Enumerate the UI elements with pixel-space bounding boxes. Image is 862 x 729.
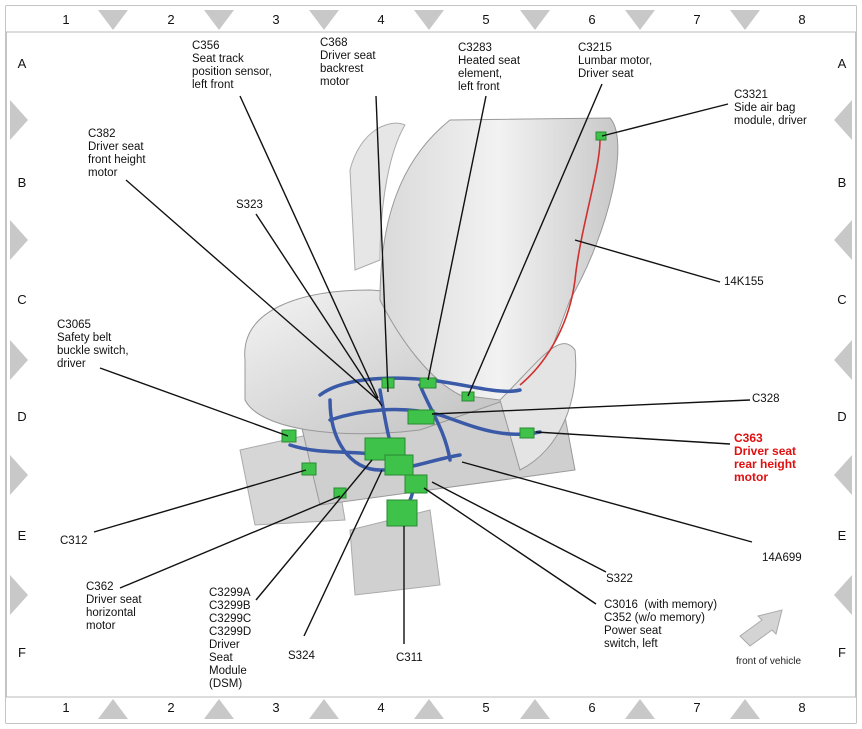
grid-row-d-left: D (17, 409, 27, 424)
grid-col-2-bottom: 2 (167, 700, 175, 715)
callout-14k155: 14K155 (724, 276, 764, 288)
grid-row-e-left: E (17, 528, 27, 543)
callout-14a699: 14A699 (762, 552, 802, 564)
callout-c3215: C3215 Lumbar motor, Driver seat (578, 42, 653, 80)
grid-col-2-top: 2 (167, 12, 175, 27)
grid-row-c-left: C (17, 292, 27, 307)
callout-s323: S323 (236, 199, 263, 211)
grid-col-8-top: 8 (798, 12, 806, 27)
grid-col-4-top: 4 (377, 12, 385, 27)
grid-col-5-top: 5 (482, 12, 490, 27)
grid-col-6-top: 6 (588, 12, 596, 27)
callout-c3321: C3321 Side air bag module, driver (734, 89, 807, 127)
callout-c356: C356 Seat track position sensor, left fr… (192, 40, 272, 91)
seat-illustration (239, 117, 619, 596)
grid-col-4-bottom: 4 (377, 700, 385, 715)
grid-col-6-bottom: 6 (588, 700, 596, 715)
front-of-vehicle-label: front of vehicle (736, 656, 802, 667)
callout-c3283: C3283 Heated seat element, left front (458, 42, 521, 93)
grid-row-c-right: C (837, 292, 847, 307)
grid-row-d-right: D (837, 409, 847, 424)
callout-c368: C368 Driver seat backrest motor (320, 37, 376, 88)
callout-c3016: C3016 (with memory) C352 (w/o memory) Po… (604, 599, 718, 650)
grid-markers (10, 10, 852, 719)
callout-c311: C311 (396, 652, 423, 664)
callout-c362: C362 Driver seat horizontal motor (86, 581, 142, 632)
callout-c328: C328 (752, 393, 780, 405)
grid-row-b-left: B (17, 175, 27, 190)
grid-row-a-left: A (17, 56, 27, 71)
leader-lines (93, 83, 753, 644)
airbag-wire (519, 139, 601, 386)
callout-c382: C382 Driver seat front height motor (88, 128, 146, 179)
grid-row-b-right: B (837, 175, 847, 190)
grid-col-1-bottom: 1 (62, 700, 70, 715)
grid-row-a-right: A (837, 56, 847, 71)
grid-col-7-bottom: 7 (693, 700, 701, 715)
grid-col-8-bottom: 8 (798, 700, 806, 715)
grid-col-5-bottom: 5 (482, 700, 490, 715)
grid-col-7-top: 7 (693, 12, 701, 27)
grid-col-3-top: 3 (272, 12, 280, 27)
callout-s322: S322 (606, 573, 633, 585)
grid-row-f-right: F (838, 645, 846, 660)
callout-c3065: C3065 Safety belt buckle switch, driver (57, 319, 129, 370)
callout-c3299: C3299A C3299B C3299C C3299D Driver Seat … (209, 587, 252, 690)
callout-s324: S324 (288, 650, 315, 662)
grid-row-e-right: E (837, 528, 847, 543)
callout-c363: C363 Driver seat rear height motor (734, 431, 797, 484)
grid-row-f-left: F (18, 645, 26, 660)
grid-col-1-top: 1 (62, 12, 70, 27)
grid-col-3-bottom: 3 (272, 700, 280, 715)
front-of-vehicle-arrow-icon (739, 609, 783, 647)
callout-c312: C312 (60, 535, 88, 547)
